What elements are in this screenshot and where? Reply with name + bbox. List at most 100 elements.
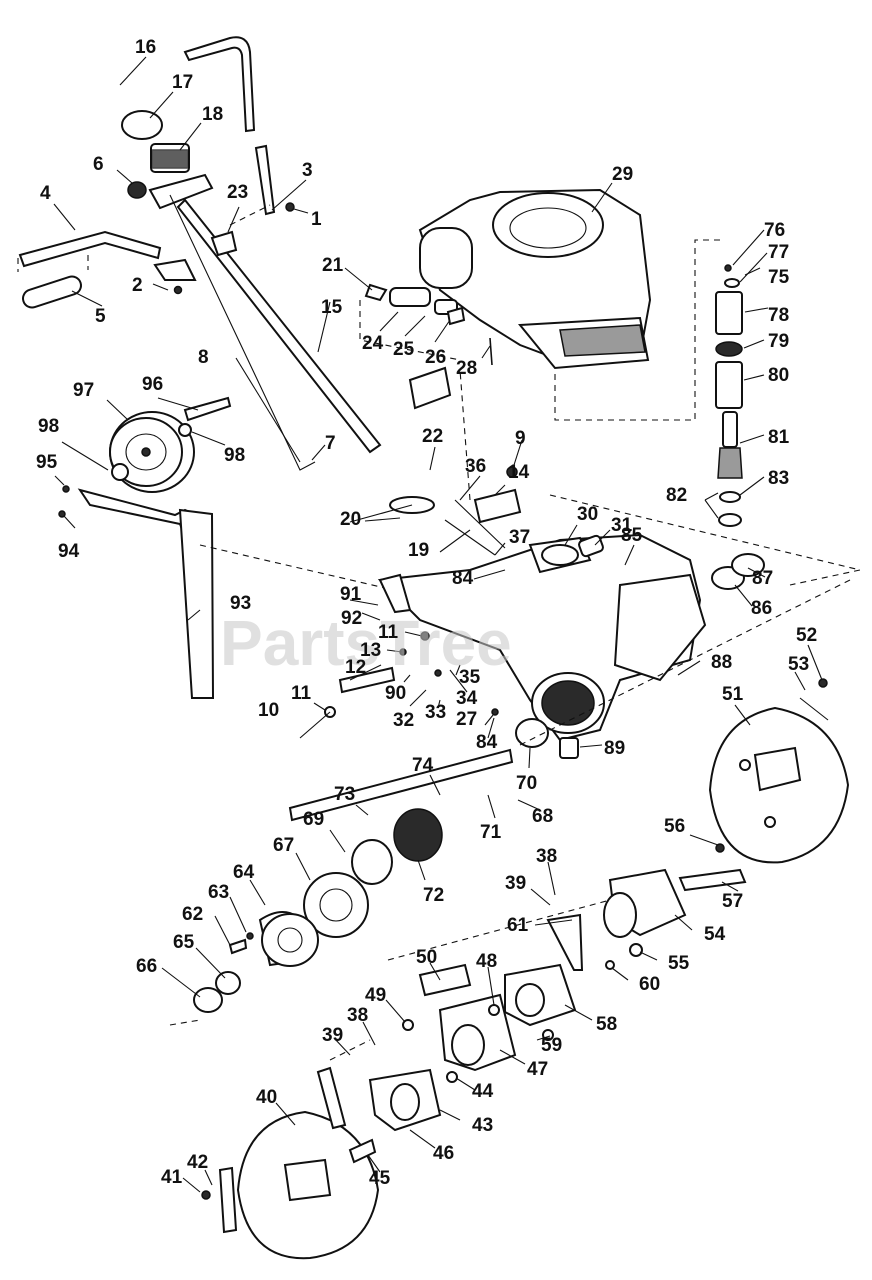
lower-drive	[169, 579, 851, 1026]
callout-label: 79	[768, 331, 789, 352]
callout-label: 86	[751, 598, 772, 619]
callout-label: 57	[722, 891, 743, 912]
callout-label: 28	[456, 358, 477, 379]
callout-label: 50	[416, 947, 437, 968]
callout-label: 98	[38, 416, 59, 437]
callout-label: 62	[182, 904, 203, 925]
callout-label: 32	[393, 710, 414, 731]
callout-label: 46	[433, 1143, 454, 1164]
callout-label: 77	[768, 242, 789, 263]
callout-label: 2	[132, 275, 143, 296]
callout-label: 49	[365, 985, 386, 1006]
tine-disc-left	[201, 1110, 380, 1260]
callout-label: 96	[142, 374, 163, 395]
callout-label: 39	[322, 1025, 343, 1046]
handle-assembly	[17, 36, 382, 471]
callout-label: 38	[347, 1005, 368, 1026]
callout-label: 59	[541, 1035, 562, 1056]
callout-label: 9	[515, 428, 526, 449]
callout-label: 67	[273, 835, 294, 856]
callout-label: 83	[768, 468, 789, 489]
callout-label: 11	[291, 683, 312, 704]
callout-label: 87	[752, 568, 773, 589]
callout-label: 18	[202, 104, 223, 125]
callout-label: 6	[93, 154, 104, 175]
callout-label: 51	[722, 684, 744, 705]
callout-label: 27	[456, 709, 477, 730]
watermark-text: PartsTree	[220, 607, 512, 679]
tine-hubs	[316, 843, 747, 1164]
callout-label: 16	[135, 37, 156, 58]
callout-label: 1	[311, 209, 322, 230]
callout-label: 90	[385, 683, 406, 704]
callout-label: 95	[36, 452, 58, 473]
callout-label: 25	[393, 339, 415, 360]
callout-label: 41	[161, 1167, 183, 1188]
callout-label: 88	[711, 652, 732, 673]
callout-label: 31	[611, 515, 633, 536]
callout-label: 65	[173, 932, 195, 953]
callout-label: 19	[408, 540, 429, 561]
shaft-stack	[704, 264, 761, 527]
wheel-assembly	[58, 396, 481, 699]
callout-labels: 16 17 18 6 23 3 1 4 2 5 21 15 29 76 77 7…	[36, 37, 817, 1189]
callout-label: 64	[233, 862, 255, 883]
callout-label: 63	[208, 882, 229, 903]
callout-label: 3	[302, 160, 313, 181]
callout-label: 24	[362, 333, 384, 354]
callout-label: 45	[369, 1168, 391, 1189]
callout-label: 89	[604, 738, 625, 759]
callout-label: 56	[664, 816, 685, 837]
callout-label: 4	[40, 183, 51, 204]
callout-label: 72	[423, 885, 444, 906]
callout-label: 76	[764, 220, 785, 241]
callout-label: 78	[768, 305, 789, 326]
callout-label: 93	[230, 593, 251, 614]
callout-label: 84	[476, 732, 498, 753]
callout-label: 22	[422, 426, 443, 447]
callout-label: 38	[536, 846, 557, 867]
callout-label: 33	[425, 702, 446, 723]
callout-label: 58	[596, 1014, 617, 1035]
callout-label: 60	[639, 974, 660, 995]
callout-label: 29	[612, 164, 633, 185]
callout-label: 68	[532, 806, 553, 827]
callout-label: 52	[796, 625, 817, 646]
tine-disc-right	[708, 678, 850, 864]
callout-label: 71	[480, 822, 502, 843]
callout-label: 69	[303, 809, 324, 830]
callout-label: 10	[258, 700, 279, 721]
callout-label: 36	[465, 456, 486, 477]
callout-label: 94	[58, 541, 80, 562]
callout-label: 70	[516, 773, 537, 794]
callout-label: 26	[425, 347, 446, 368]
callout-label: 84	[452, 568, 474, 589]
callout-label: 48	[476, 951, 497, 972]
callout-label: 85	[621, 525, 643, 546]
callout-label: 39	[505, 873, 526, 894]
callout-label: 47	[527, 1059, 548, 1080]
callout-label: 75	[768, 267, 790, 288]
callout-label: 54	[704, 924, 726, 945]
callout-label: 30	[577, 504, 598, 525]
callout-label: 44	[472, 1081, 494, 1102]
callout-label: 81	[768, 427, 790, 448]
callout-label: 66	[136, 956, 157, 977]
callout-label: 80	[768, 365, 789, 386]
callout-label: 15	[321, 297, 343, 318]
leader-lines	[53, 56, 823, 1193]
gearbox-housing	[299, 366, 861, 742]
callout-label: 91	[340, 584, 362, 605]
callout-label: 34	[456, 688, 478, 709]
callout-label: 8	[198, 347, 209, 368]
callout-label: 13	[360, 640, 381, 661]
callout-label: 55	[668, 953, 690, 974]
callout-label: 40	[256, 1087, 277, 1108]
callout-label: 82	[666, 485, 687, 506]
callout-label: 14	[508, 462, 530, 483]
callout-label: 73	[334, 784, 355, 805]
callout-label: 12	[345, 657, 366, 678]
callout-label: 92	[341, 608, 362, 629]
